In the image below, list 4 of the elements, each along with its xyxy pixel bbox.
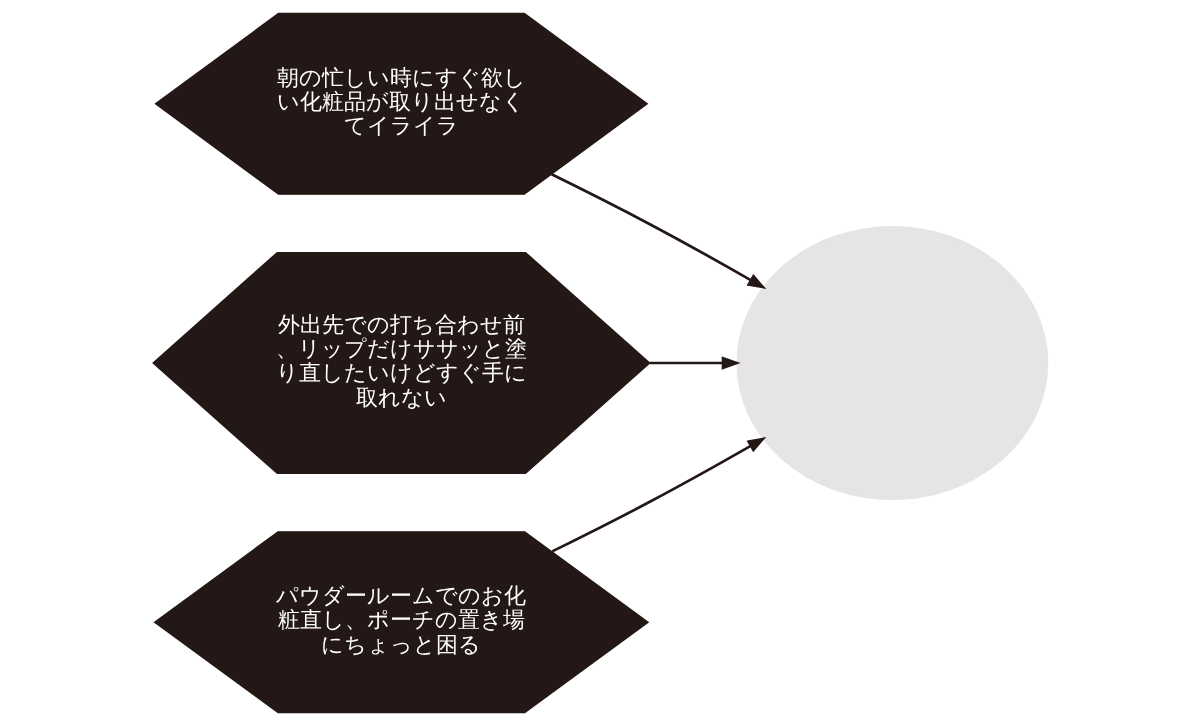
node-picture bbox=[735, 226, 1048, 501]
arrow bbox=[649, 356, 741, 370]
arrow bbox=[550, 173, 766, 290]
arrow bbox=[551, 436, 766, 553]
